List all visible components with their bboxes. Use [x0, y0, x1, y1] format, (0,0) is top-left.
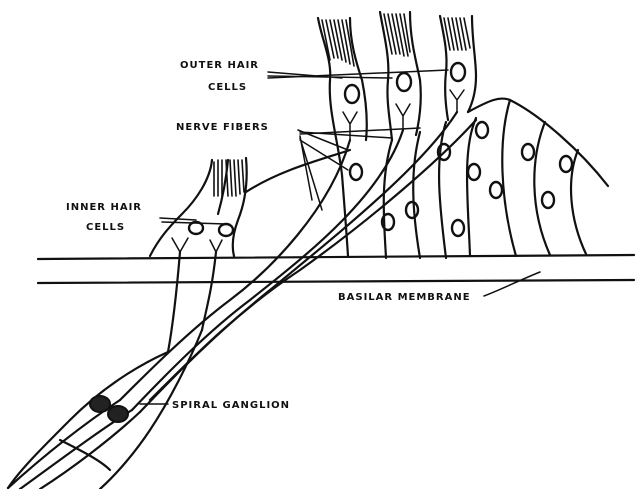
- outer-hair-cells-label-line1: OUTER HAIR: [180, 60, 259, 71]
- inner-hair-cells: [150, 158, 247, 256]
- supporting-cells: [350, 99, 608, 259]
- outer-hair-cells-label-line2: CELLS: [208, 82, 247, 93]
- inner-hair-cells-label-line2: CELLS: [86, 222, 125, 233]
- spiral-ganglion-label: SPIRAL GANGLION: [172, 400, 290, 411]
- nerve-fibers-label: NERVE FIBERS: [176, 122, 269, 133]
- outer-hair-cell-2: [380, 12, 421, 140]
- inner-hair-cells-label-line1: INNER HAIR: [66, 202, 142, 213]
- outer-hair-cell-3: [440, 16, 476, 120]
- basilar-membrane-label: BASILAR MEMBRANE: [338, 292, 471, 303]
- label-pointers: [140, 70, 540, 404]
- basilar-membrane: [38, 255, 634, 283]
